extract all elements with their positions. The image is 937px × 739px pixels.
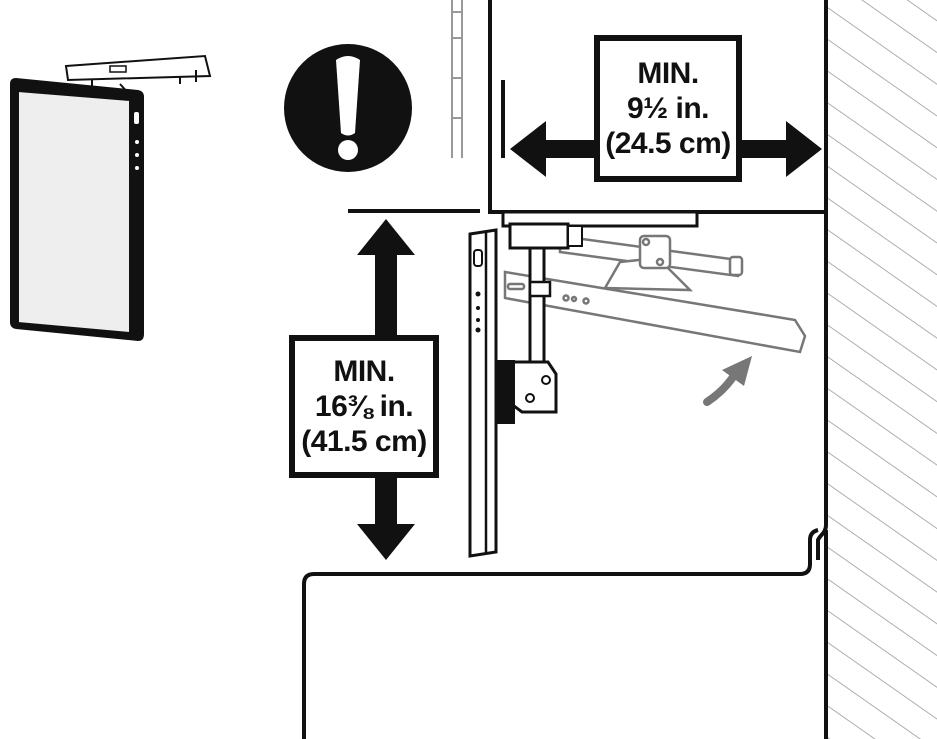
tv-on-bracket-illustration: [10, 54, 212, 341]
exclamation-in-circle-icon: [284, 44, 412, 172]
width-clearance-min: MIN.: [637, 57, 699, 90]
width-clearance-label: MIN. 9½ in. (24.5 cm): [594, 35, 742, 182]
tv-vertical-position: [468, 228, 498, 558]
countertop: [302, 528, 819, 739]
width-clearance-inches: 9½ in.: [626, 92, 710, 125]
width-clearance-cm: (24.5 cm): [605, 127, 731, 160]
wall: [816, 0, 937, 739]
height-clearance-cm: (41.5 cm): [301, 425, 427, 458]
under-cabinet-mount: [497, 210, 699, 424]
height-clearance-label: MIN. 16⅜ in. (41.5 cm): [289, 335, 439, 478]
height-clearance-inches: 16⅜ in.: [314, 390, 414, 423]
curved-arrow-icon: [703, 356, 752, 406]
tv-rotated-position: [503, 234, 807, 354]
height-clearance-min: MIN.: [333, 355, 395, 388]
